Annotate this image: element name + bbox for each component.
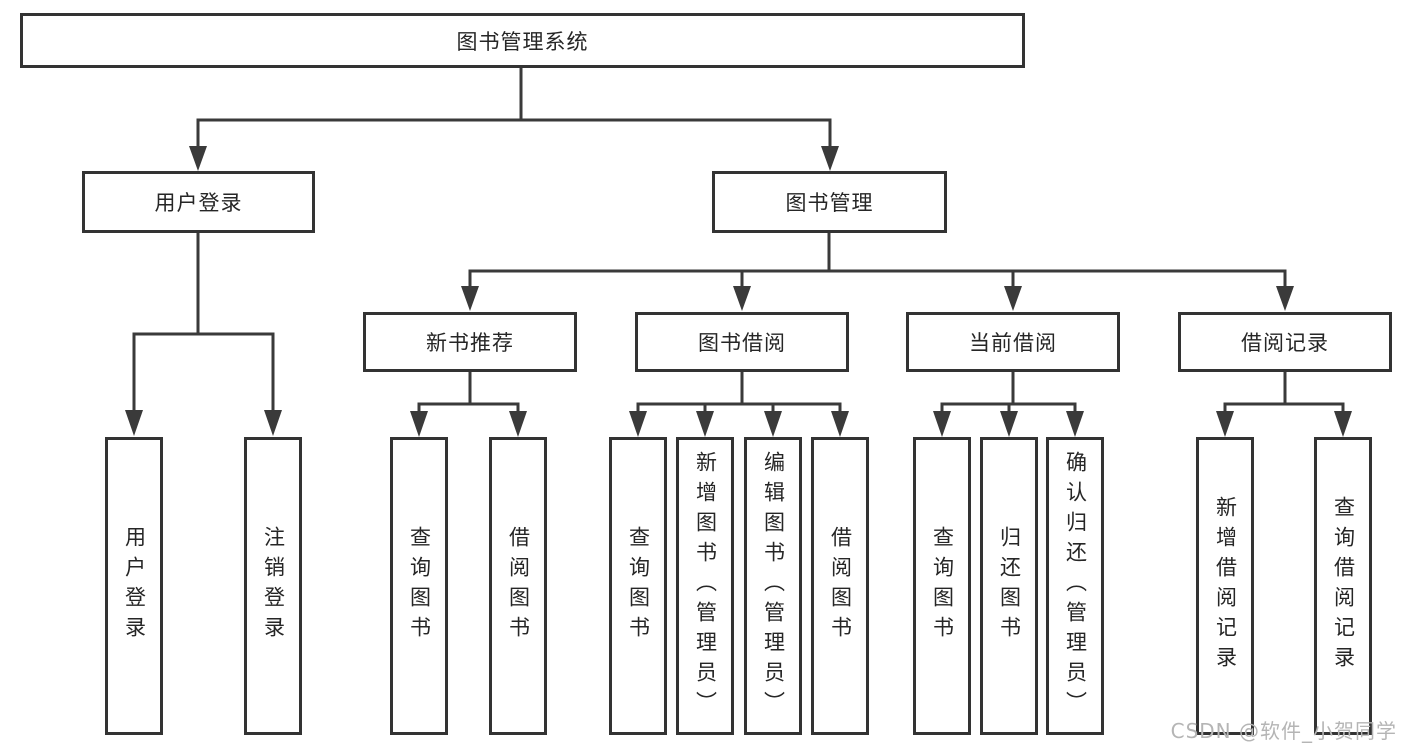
leaf-bb-query-books: 查询图书	[609, 437, 667, 735]
node-current-borrow: 当前借阅	[906, 312, 1120, 372]
leaf-bb-borrow-books-label: 借阅图书	[828, 526, 853, 646]
leaf-br-add-record-label: 新增借阅记录	[1213, 496, 1238, 676]
connector-current-borrow-children	[933, 372, 1084, 437]
node-new-book-recommend: 新书推荐	[363, 312, 577, 372]
connector-user-login-children	[125, 233, 282, 436]
node-current-borrow-label: 当前借阅	[969, 331, 1057, 355]
arrowhead-icon	[1004, 286, 1022, 311]
leaf-logout: 注销登录	[244, 437, 302, 735]
arrowhead-icon	[1000, 411, 1018, 437]
arrowhead-icon	[821, 146, 839, 171]
leaf-user-login: 用户登录	[105, 437, 163, 735]
arrowhead-icon	[1216, 411, 1234, 437]
arrowhead-icon	[629, 411, 647, 437]
leaf-bb-add-book-admin: 新增图书（管理员）	[676, 437, 734, 735]
leaf-br-query-record-label: 查询借阅记录	[1331, 496, 1356, 676]
leaf-bb-edit-book-admin: 编辑图书（管理员）	[744, 437, 802, 735]
node-book-management: 图书管理	[712, 171, 947, 233]
connector-book-borrow-children	[629, 372, 849, 437]
leaf-cb-confirm-return-admin: 确认归还（管理员）	[1046, 437, 1104, 735]
node-user-login: 用户登录	[82, 171, 315, 233]
node-borrow-records-label: 借阅记录	[1241, 331, 1329, 355]
leaf-nr-query-books: 查询图书	[390, 437, 448, 735]
leaf-cb-query-books-label: 查询图书	[930, 526, 955, 646]
leaf-bb-borrow-books: 借阅图书	[811, 437, 869, 735]
leaf-br-query-record: 查询借阅记录	[1314, 437, 1372, 735]
arrowhead-icon	[125, 410, 143, 436]
arrowhead-icon	[933, 411, 951, 437]
node-root: 图书管理系统	[20, 13, 1025, 68]
arrowhead-icon	[764, 411, 782, 437]
leaf-cb-return-books-label: 归还图书	[997, 526, 1022, 646]
node-book-borrow: 图书借阅	[635, 312, 849, 372]
arrowhead-icon	[461, 286, 479, 311]
leaf-cb-query-books: 查询图书	[913, 437, 971, 735]
leaf-nr-borrow-books-label: 借阅图书	[506, 526, 531, 646]
node-user-login-label: 用户登录	[154, 191, 243, 215]
node-root-label: 图书管理系统	[456, 29, 589, 54]
arrowhead-icon	[189, 146, 207, 171]
arrowhead-icon	[696, 411, 714, 437]
arrowhead-icon	[1066, 411, 1084, 437]
connector-new-book-recommend-children	[410, 372, 527, 437]
leaf-nr-query-books-label: 查询图书	[407, 526, 432, 646]
arrowhead-icon	[1276, 286, 1294, 311]
leaf-nr-borrow-books: 借阅图书	[489, 437, 547, 735]
leaf-logout-label: 注销登录	[261, 526, 286, 646]
leaf-bb-query-books-label: 查询图书	[626, 526, 651, 646]
arrowhead-icon	[1334, 411, 1352, 437]
node-borrow-records: 借阅记录	[1178, 312, 1392, 372]
arrowhead-icon	[410, 411, 428, 437]
leaf-br-add-record: 新增借阅记录	[1196, 437, 1254, 735]
leaf-bb-add-book-admin-label: 新增图书（管理员）	[693, 451, 718, 721]
leaf-user-login-label: 用户登录	[122, 526, 147, 646]
arrowhead-icon	[733, 286, 751, 311]
leaf-cb-return-books: 归还图书	[980, 437, 1038, 735]
node-book-management-label: 图书管理	[785, 191, 874, 215]
leaf-bb-edit-book-admin-label: 编辑图书（管理员）	[761, 451, 786, 721]
connector-root-to-level2	[189, 68, 839, 171]
leaf-cb-confirm-return-admin-label: 确认归还（管理员）	[1063, 451, 1088, 721]
connector-book-management-to-modules	[461, 233, 1294, 311]
csdn-watermark: CSDN @软件_小贺同学	[1170, 719, 1397, 743]
arrowhead-icon	[509, 411, 527, 437]
node-book-borrow-label: 图书借阅	[698, 331, 786, 355]
node-new-book-recommend-label: 新书推荐	[426, 331, 514, 355]
arrowhead-icon	[831, 411, 849, 437]
connector-borrow-records-children	[1216, 372, 1352, 437]
arrowhead-icon	[264, 410, 282, 436]
